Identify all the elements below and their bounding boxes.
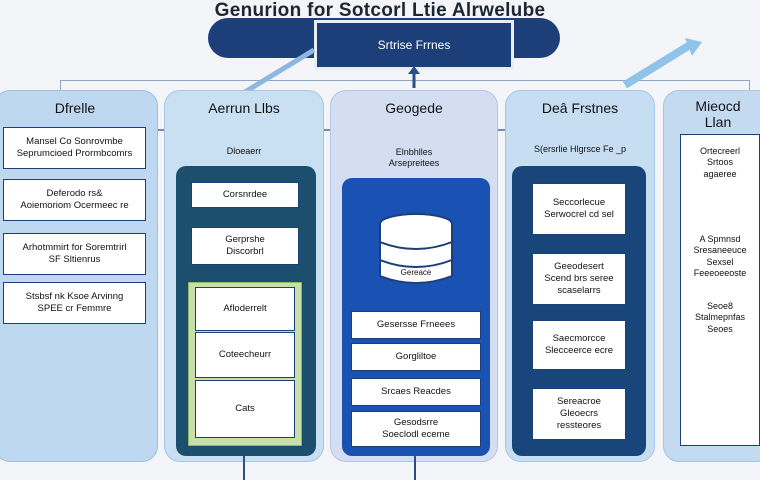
method-plan-box: Ortecreerl Srtoos agaeree — [699, 146, 740, 179]
aerrun-box: Corsnrdee — [191, 182, 299, 208]
data-frames-box: Saecmorcce Slecceerce ecre — [532, 320, 626, 370]
aerrun-inner-box: Cats — [195, 380, 295, 438]
column-aerrun-header: Aerrun Llbs — [208, 100, 280, 116]
method-plan-note: A Spmnsd Sresaneeuce Sexsel Feeeoeeoste — [693, 234, 747, 278]
column-data-frames-sublabel: S(ersrlie Hlgrsce Fe _p — [533, 144, 627, 154]
aerrun-stem — [243, 456, 245, 480]
column-geogede-header: Geogede — [385, 100, 443, 116]
geogede-box: Gesodsrre Soeclodl eceme — [351, 411, 481, 447]
geogede-box: Gorgliltoe — [351, 343, 481, 371]
column-details-header: Dfrelle — [54, 100, 96, 116]
column-data-frames-header: Deâ Frstnes — [541, 100, 619, 116]
database-label: Gereace — [400, 268, 432, 277]
geogede-box: Srcaes Reacdes — [351, 378, 481, 406]
details-box: Deferodo rs& Aoiemoriom Ocermeec re — [3, 179, 146, 221]
data-frames-box: Sereacroe Gleoecrs ressteores — [532, 388, 626, 440]
database-icon — [379, 213, 453, 284]
details-box: Arhotmmirt for Soremtrirl SF Sltienrus — [3, 233, 146, 275]
column-geogede-sublabel: Elnbhlles Arsepreitees — [388, 147, 440, 169]
aerrun-box: Gerprshe Discorbrl — [191, 227, 299, 265]
geogede-stem — [414, 456, 416, 480]
aerrun-inner-box: Coteecheurr — [195, 332, 295, 378]
method-plan-note: Seoe8 Stalmepnfas Seoes — [694, 301, 746, 334]
aerrun-inner-box: Afloderrelt — [195, 287, 295, 331]
diagram-title: Genurion for Sotcorl Ltie Alrwelube — [214, 0, 546, 21]
column-aerrun-sublabel: Dloeaerr — [226, 146, 262, 156]
details-box: Mansel Co Sonrovmbe Seprumcioed Prormbco… — [3, 127, 146, 169]
method-plan-panel — [680, 134, 760, 446]
column-method-plan-header: Mieocd Llan — [695, 98, 741, 130]
central-hub: Srtrise Frrnes — [314, 20, 514, 70]
geogede-box: Gesersse Frneees — [351, 311, 481, 339]
data-frames-box: Geeodesert Scend brs seree scaselarrs — [532, 253, 626, 305]
details-box: Stsbsf nk Ksoe Arvinng SPEE cr Femmre — [3, 282, 146, 324]
data-frames-box: Seccorlecue Serwocrel cd sel — [532, 183, 626, 235]
